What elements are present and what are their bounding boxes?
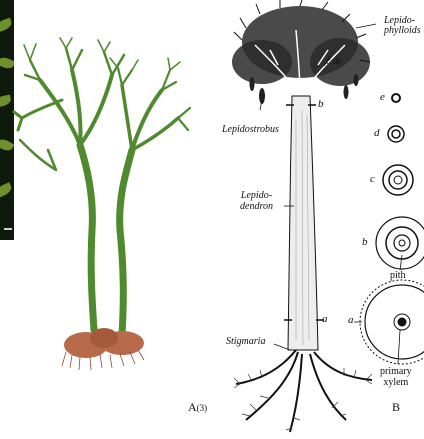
label-section-e: e: [380, 91, 385, 103]
label-b-trunk: b: [318, 98, 324, 110]
figure-label-b: B: [392, 400, 400, 415]
label-stigmaria: Stigmaria: [226, 336, 265, 347]
label-lepidophylloids: Lepido- phylloids: [384, 16, 421, 36]
figure-label-a-subscript: (3): [197, 403, 208, 413]
label-section-b: b: [362, 236, 368, 248]
label-lepidodendron: Lepido- dendron: [240, 190, 273, 212]
figure-label-a: A(3): [188, 400, 207, 415]
label-lepidostrobus: Lepidostrobus: [222, 124, 279, 135]
figure-label-a-letter: A: [188, 400, 197, 414]
label-c-de: c de: [326, 56, 342, 67]
label-section-d: d: [374, 127, 380, 139]
label-primary-xylem: primary xylem: [380, 366, 412, 388]
label-section-c: c: [370, 173, 375, 185]
label-section-a: a: [348, 314, 354, 326]
label-a-trunk: a: [322, 313, 328, 325]
label-pith: pith: [390, 270, 406, 281]
